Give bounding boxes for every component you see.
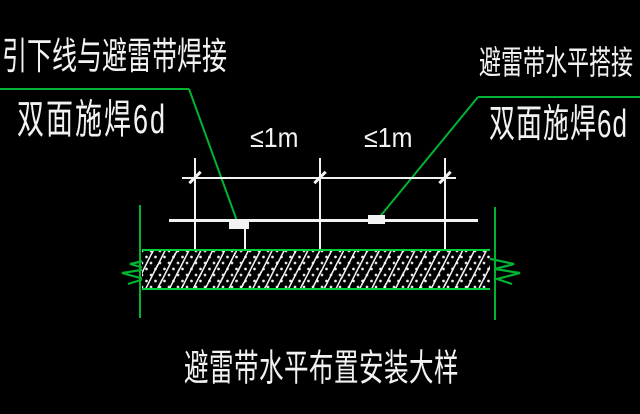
extension-line-right: [444, 158, 446, 257]
drawing-title: 避雷带水平布置安装大样: [184, 349, 459, 390]
slab-edge-right: [494, 207, 496, 320]
lightning-belt-conductor: [169, 219, 478, 222]
extension-line-left: [194, 158, 196, 258]
label-downconductor-weld: 引下线与避雷带焊接: [2, 36, 228, 78]
break-symbol-left: [121, 256, 158, 286]
label-horizontal-lap-joint: 避雷带水平搭接: [479, 44, 634, 82]
label-downconductor-weld-spec: 双面施焊6d: [17, 97, 168, 142]
break-symbol-right: [485, 256, 521, 286]
label-horizontal-lap-weld-spec: 双面施焊6d: [489, 101, 628, 146]
downconductor-weld-plate: [229, 221, 249, 229]
leader-line-left: [188, 88, 238, 222]
roof-slab-hatch-band: [142, 249, 490, 290]
dimension-label-left: ≤1m: [250, 122, 299, 154]
dimension-label-right: ≤1m: [364, 122, 413, 154]
leader-underline-left: [0, 88, 189, 90]
lap-joint-weld-plate: [368, 215, 385, 224]
leader-underline-right: [478, 96, 640, 98]
leader-line-right: [377, 96, 479, 220]
slab-edge-left: [139, 205, 141, 318]
extension-line-middle: [319, 158, 321, 258]
